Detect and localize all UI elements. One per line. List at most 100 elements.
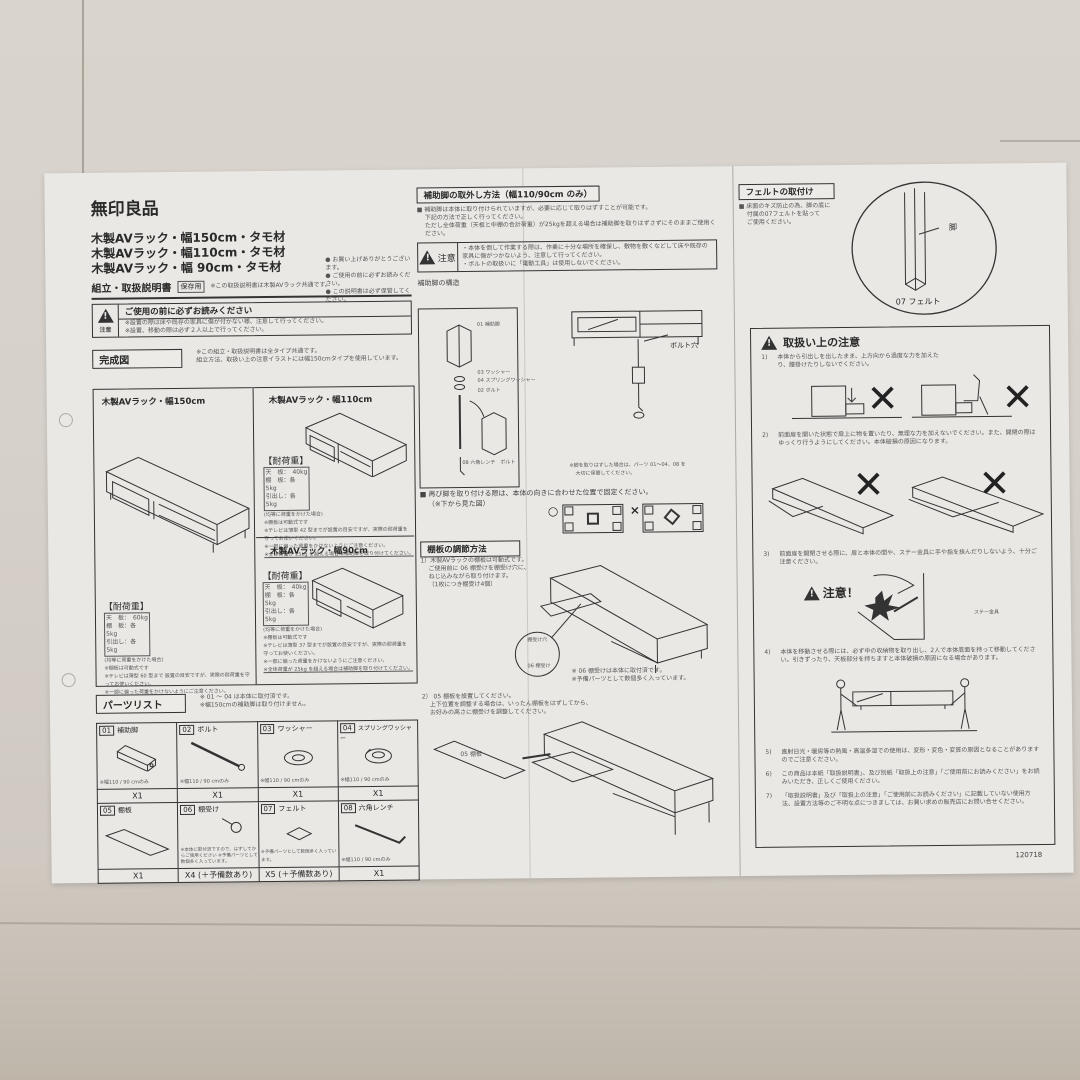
caution-box: 注意 ご使用の前に必ずお読みください ※設置の際は床や既存の家具に傷が付かない様… — [91, 300, 413, 338]
load-value: 天 板： 40kg — [264, 583, 307, 592]
part-number: 01 — [99, 725, 115, 736]
caution-line: ・ボルトの取扱いに「電動工具」は使用しないでください。 — [462, 259, 625, 268]
model-note: ※全体荷重が 25kg を超える場合は補助脚を取り付けてください。 — [263, 665, 414, 674]
item-text: この商品は本紙「取扱説明書」、及び別紙「取扱上の注意」「ご使用前にお読みください… — [781, 767, 1040, 786]
load-value: 天 板： 40kg — [265, 468, 308, 477]
handling-item: 4)本体を移動させる際には、必ず中の収納物を取り出し、2人で本体底面を持って移動… — [764, 646, 1040, 665]
rack-front-illustration — [571, 309, 703, 419]
caution-label: 注意 — [437, 253, 456, 264]
diagram-label: ボルト — [500, 459, 516, 466]
part-number: 02 — [179, 724, 195, 735]
pinch-hazard-illustration — [857, 573, 925, 640]
load-title: 【耐荷重】 — [262, 571, 308, 583]
warning-icon — [803, 585, 820, 600]
handling-item: 3) 前面扉を開閉させる際に、扉と本体の間や、ステー金具に手や指を挟んだりしないよ… — [763, 548, 1039, 567]
warning-icon — [97, 308, 114, 323]
item-number: 4) — [764, 648, 771, 656]
floor-seam — [82, 0, 84, 175]
parts-note: ※幅150cmの補助脚は取り付けません。 — [199, 700, 310, 709]
two-person-carry-illustration — [831, 678, 978, 733]
model-note: ※テレビは薄型 60 型まで 設置の目安ですが、実際の耐荷重を守ってお使いくださ… — [104, 672, 250, 688]
greeting-line: ● この説明書は必ず保管してください。 — [325, 287, 411, 304]
part-name: 棚受け — [198, 805, 220, 814]
leg-exploded-illustration — [446, 324, 507, 476]
part-sub: ※幅110 / 90 cmのみ — [179, 778, 230, 785]
no-door-load-illustration — [768, 476, 1045, 535]
section-heading-aux-leg: 補助脚の取外し方法（幅110/90cm のみ） — [416, 185, 600, 204]
completed-diagram-box: 木製AVラック・幅150cm 【耐荷重】 天 板： 60kg 棚 板：各 5kg… — [92, 385, 418, 696]
item-number: 3) — [763, 550, 770, 558]
bolt-hole-label: ボルト穴 — [670, 341, 699, 350]
item-number: 7) — [765, 792, 773, 800]
structure-label: 補助脚の構造 — [417, 279, 460, 288]
diagram-label: 08 六角レンチ — [462, 459, 496, 467]
shelf-bracket-illustration — [514, 565, 709, 677]
caution-label: 注意 — [99, 326, 112, 334]
part-qty: X1 — [97, 788, 178, 804]
handling-item: 1)本体から引出しを出したまま、上方向から過度な力を加えたり、腰掛けたりしないで… — [761, 351, 1039, 370]
shelf-board-icon — [104, 829, 170, 856]
part-sub: ※本体に取付済ですので、はずしてからご使用ください ※予備パーツとして数個多く入… — [180, 847, 258, 865]
item-text: 「取扱説明書」及び「取扱上の注意」「ご使用前にお読みください」に記載していない使… — [781, 790, 1031, 808]
aux-leg-icon — [116, 744, 157, 772]
fold-line — [732, 166, 741, 877]
part-sub: ※幅110 / 90 cmのみ — [340, 776, 390, 784]
shelf-bracket-icon — [222, 818, 242, 833]
part-sub: ※幅110 / 90 cmのみ — [341, 856, 391, 864]
diagram-label: 04 スプリングワッシャー — [477, 377, 536, 384]
handling-heading: 取扱い上の注意 — [783, 335, 861, 350]
load-value: 棚 板：各 5kg — [106, 622, 137, 638]
item-text: 前面扉を開閉させる際に、扉と本体の間や、ステー金具に手や指を挟んだりしないよう、… — [779, 547, 1037, 566]
model-name: 木製AVラック・幅150cm — [101, 396, 206, 408]
part-qty: X1 — [98, 868, 179, 884]
leg-label: 脚 — [948, 222, 957, 232]
section-heading-shelf: 棚板の調節方法 — [420, 540, 521, 558]
part-qty: X1 — [177, 787, 258, 803]
prohibited-x-icon: ✕ — [866, 376, 899, 421]
correct-mark-icon: ○ — [547, 504, 559, 519]
load-title: 【耐荷重】 — [263, 456, 309, 468]
diagram-label: 棚受け穴 — [527, 637, 548, 644]
model-name: 木製AVラック・幅90cm — [270, 546, 368, 558]
floor-seam — [0, 922, 1080, 930]
greeting-line: ● ご使用の前に必ずお読みください。 — [325, 271, 411, 288]
load-value: 棚 板：各 5kg — [264, 591, 295, 608]
part-qty: X4 (＋予備数あり) — [178, 867, 259, 883]
part-number: 06 — [180, 804, 196, 815]
wrong-mark-icon: × — [629, 503, 641, 518]
keep-note: 大切に保管してください。 — [575, 470, 636, 477]
felt-label: 07 フェルト — [895, 296, 941, 307]
handling-item: 7) 「取扱説明書」及び「取扱上の注意」「ご使用前にお読みください」に記載していな… — [766, 790, 1042, 809]
item-number: 5) — [765, 748, 772, 756]
document-code: 120718 — [1015, 850, 1043, 860]
part-name: フェルト — [278, 804, 307, 813]
binder-hole — [58, 413, 73, 428]
prohibited-x-icon: ✕ — [1001, 375, 1034, 420]
diagram-label: 02 ボルト — [477, 387, 501, 394]
completed-note: 組立方法、取扱い上の注意イラストには幅150cmタイプを使用しています。 — [196, 354, 403, 364]
diagram-label: 01 補助脚 — [476, 321, 500, 328]
felt-leg-illustration — [851, 181, 997, 315]
aux-intro: ただし全体荷重（天板と中棚の合計荷重）が25kgを超える場合は補助脚を取りはずさ… — [424, 219, 716, 238]
part-number: 05 — [99, 805, 115, 816]
item-number: 2) — [762, 431, 769, 439]
hex-wrench-icon — [354, 824, 406, 844]
part-number: 08 — [340, 803, 356, 814]
part-sub: ※予備パーツとして数個多く入っています。 — [260, 849, 337, 864]
stay-label: ステー金具 — [973, 609, 1000, 616]
part-number: 07 — [260, 803, 276, 815]
section-heading-completed: 完成図 — [92, 348, 183, 369]
binder-hole — [61, 673, 76, 688]
load-value: 棚 板：各 5kg — [265, 476, 296, 493]
reattach-note: ■ 再び脚を取り付ける際は、本体の向きに合わせた位置で固定ください。 — [419, 488, 653, 499]
part-name: ワッシャー — [277, 724, 313, 733]
instruction-sheet: 無印良品 木製AVラック・幅150cm・タモ材 木製AVラック・幅110cm・タ… — [44, 162, 1074, 884]
warning-icon — [419, 250, 436, 265]
